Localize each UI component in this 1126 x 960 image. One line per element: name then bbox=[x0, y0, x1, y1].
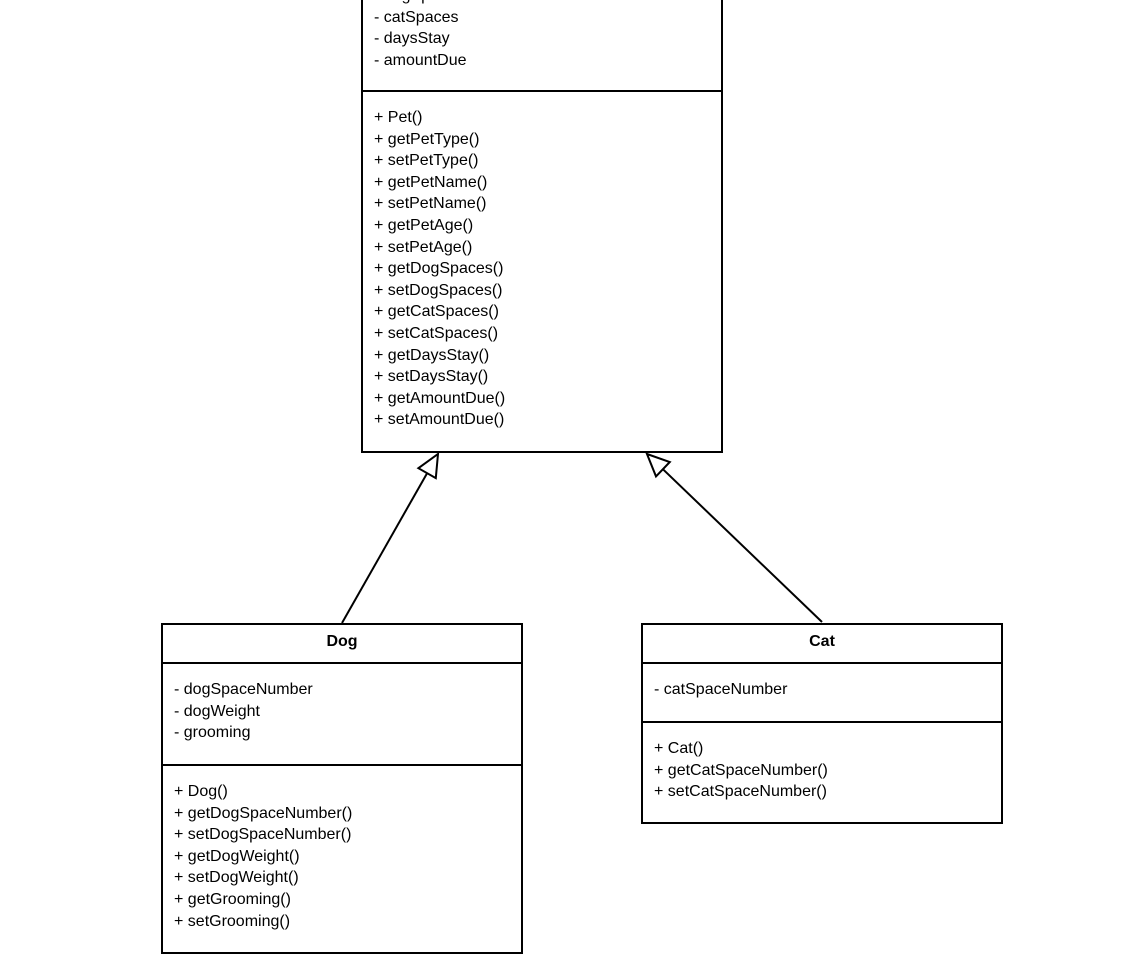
pet-methods: + Pet() + getPetType() + setPetType() + get… bbox=[363, 90, 721, 431]
method: + setDaysStay() bbox=[374, 368, 489, 386]
method: + setAmountDue() bbox=[374, 411, 505, 429]
attribute: - dogSpaceNumber bbox=[174, 681, 313, 698]
attribute: - catSpaceNumber bbox=[654, 681, 788, 698]
class-name: Cat bbox=[809, 633, 835, 650]
class-pet[interactable]: - dogSpaces- catSpaces - daysStay - amount… bbox=[361, 0, 723, 453]
method: + getDaysStay() bbox=[374, 346, 490, 364]
cat-methods: + Cat() + getCatSpaceNumber() + setCatSpac… bbox=[643, 721, 1001, 803]
method: + getCatSpaceNumber() bbox=[654, 761, 828, 779]
cat-inheritance-arrowhead bbox=[645, 452, 672, 479]
dog-methods: + Dog() + getDogSpaceNumber() + setDogSpac… bbox=[163, 764, 521, 932]
class-dog[interactable]: Dog - dogSpaceNumber - dogWeight - groomin… bbox=[161, 623, 523, 954]
cat-inheritance-line bbox=[662, 468, 823, 623]
method: + getPetName() bbox=[374, 173, 488, 191]
pet-attributes: - dogSpaces- catSpaces - daysStay - amount… bbox=[363, 0, 721, 71]
method: + Pet() bbox=[374, 109, 423, 126]
cat-attributes: - catSpaceNumber bbox=[643, 662, 1001, 701]
method: + setCatSpaceNumber() bbox=[654, 783, 827, 801]
method: + getPetType() bbox=[374, 130, 480, 148]
method: + getPetAge() bbox=[374, 216, 474, 234]
method: + getDogSpaces() bbox=[374, 260, 504, 278]
attribute: - daysStay bbox=[374, 30, 450, 48]
method: + Cat() bbox=[654, 740, 704, 757]
method: + setDogSpaceNumber() bbox=[174, 826, 352, 844]
method: + setPetType() bbox=[374, 152, 479, 170]
attribute: - grooming bbox=[174, 724, 251, 742]
dog-attributes: - dogSpaceNumber - dogWeight - grooming bbox=[163, 662, 521, 744]
dog-inheritance-arrowhead bbox=[416, 451, 440, 480]
method: + getAmountDue() bbox=[374, 389, 506, 407]
method: + setDogWeight() bbox=[174, 869, 299, 887]
method: + getDogSpaceNumber() bbox=[174, 804, 353, 822]
method: + getCatSpaces() bbox=[374, 303, 499, 321]
method: + getGrooming() bbox=[174, 890, 291, 908]
class-name: Dog bbox=[326, 633, 358, 650]
attribute: - dogSpaces bbox=[374, 0, 721, 7]
method: + setPetAge() bbox=[374, 238, 473, 256]
method: + setGrooming() bbox=[174, 912, 291, 930]
attribute: - dogWeight bbox=[174, 702, 260, 720]
dog-inheritance-line bbox=[341, 472, 428, 624]
method: + setCatSpaces() bbox=[374, 324, 499, 342]
attribute: - amountDue bbox=[374, 51, 467, 69]
method: + setDogSpaces() bbox=[374, 281, 503, 299]
method: + setPetName() bbox=[374, 195, 487, 213]
method: + getDogWeight() bbox=[174, 847, 300, 865]
method: + Dog() bbox=[174, 783, 228, 800]
class-cat[interactable]: Cat - catSpaceNumber + Cat() + getCatSpac… bbox=[641, 623, 1003, 824]
attribute: - catSpaces bbox=[374, 8, 459, 26]
